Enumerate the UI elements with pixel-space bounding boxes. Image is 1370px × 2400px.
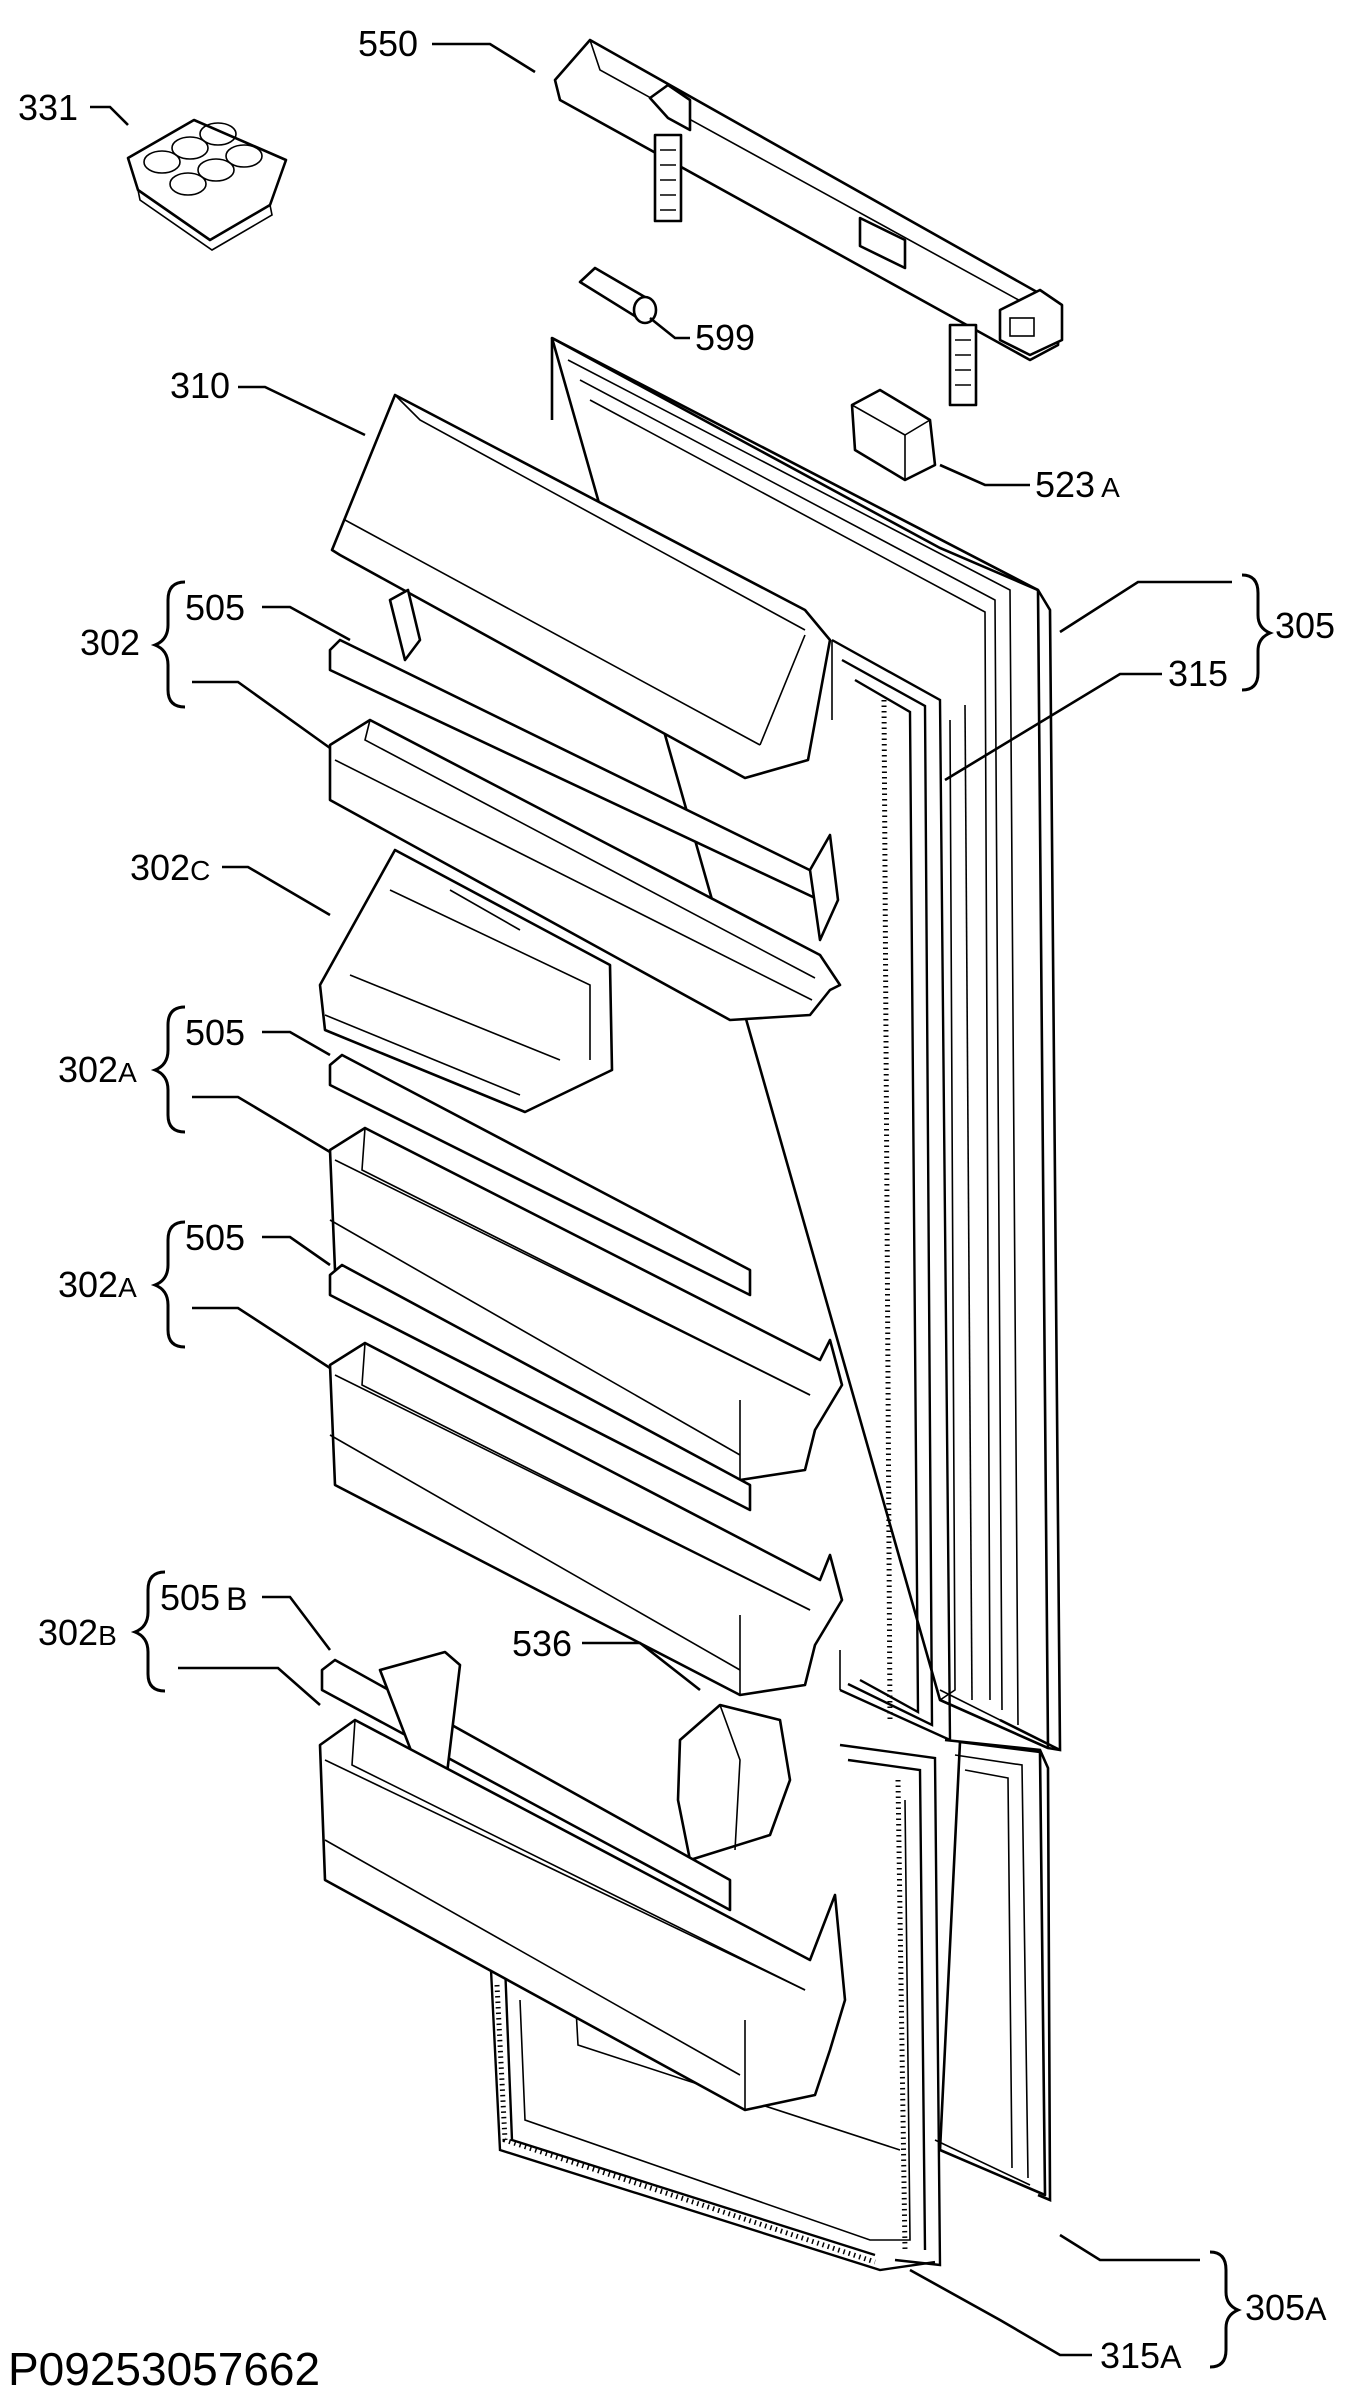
label-302b: 302B [38,1612,117,1653]
dairy-cover-310 [330,393,832,780]
lower-door-gasket-315a [488,1743,942,2272]
label-505-low: 505 [185,1217,245,1258]
door-shelf-302a-upper [328,1126,844,1482]
block-523a [850,388,937,482]
lower-door-panel-305a [934,1738,1052,2202]
braces [130,573,1274,2369]
door-shelf-302b [318,1718,847,2112]
label-310: 310 [170,365,230,406]
label-505-top: 505 [185,587,245,628]
label-302c: 302C [130,847,210,888]
divider-536 [676,1703,792,1862]
egg-tray-331 [126,118,288,251]
label-331: 331 [18,87,78,128]
label-599: 599 [695,317,755,358]
pin-599 [578,266,658,325]
rail-505-mid [328,1053,752,1297]
label-505-mid: 505 [185,1012,245,1053]
label-315: 315 [1168,653,1228,694]
label-550: 550 [358,23,418,64]
leader-lines [90,42,1232,2357]
label-302: 302 [80,622,140,663]
small-bin-302c [318,848,614,1114]
label-305: 305 [1275,605,1335,646]
rail-505b [320,1650,732,1912]
label-536: 536 [512,1623,572,1664]
door-shelf-302 [328,718,842,1022]
door-shelf-302a-lower [328,1341,844,1697]
label-315a: 315A [1100,2335,1182,2376]
drawing-code: P09253057662 [8,2343,320,2395]
label-302a-upper: 302A [58,1049,137,1090]
label-302a-lower: 302A [58,1264,137,1305]
hinge-cover-550 [553,38,1064,407]
label-305a: 305A [1245,2287,1327,2328]
rail-505-low [328,1263,752,1512]
upper-door-gasket-315 [831,638,952,1742]
